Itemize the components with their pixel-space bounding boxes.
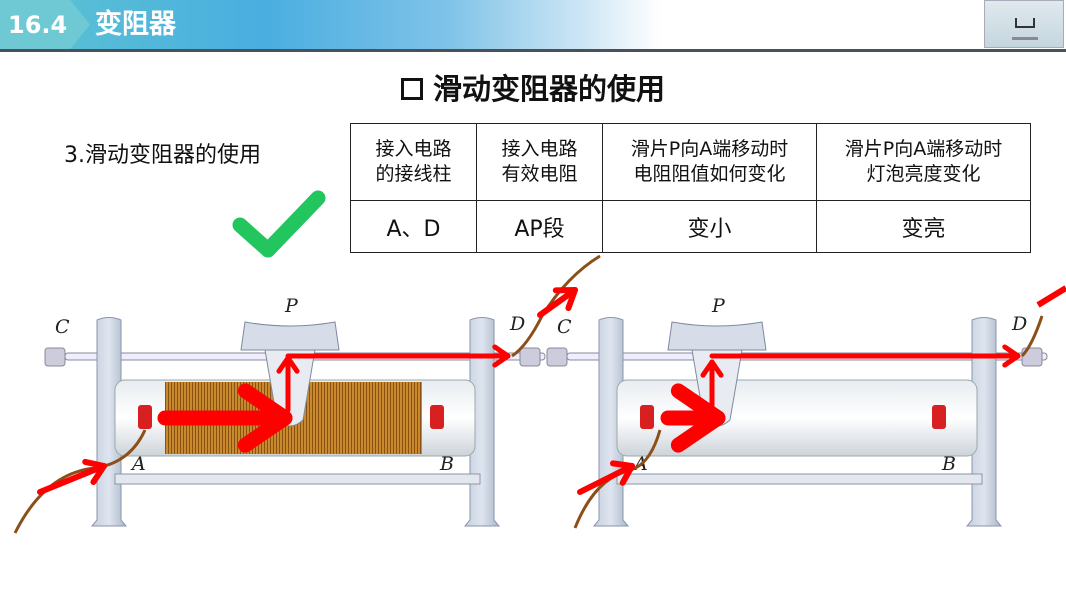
knob-a — [640, 405, 654, 429]
base-bar — [114, 473, 481, 485]
slide-thumbnail[interactable] — [984, 0, 1064, 48]
knob-b — [932, 405, 946, 429]
rheostat-left: C P D A B — [13, 254, 601, 534]
header-divider — [0, 49, 1066, 52]
checkbox-bullet-icon — [400, 78, 423, 100]
current-arrow — [537, 287, 578, 318]
header-bar — [0, 0, 1066, 50]
header-line: 接入电路 — [501, 138, 578, 160]
current-arrow — [709, 344, 1021, 368]
label-d: D — [509, 313, 525, 335]
terminal-c — [546, 347, 568, 367]
terminal-c — [44, 347, 66, 367]
header-line: 接入电路 — [375, 138, 452, 160]
header-cell: 接入电路的接线柱 — [350, 123, 477, 201]
header-cell: 接入电路有效电阻 — [476, 123, 603, 201]
label-a: A — [130, 453, 146, 475]
label-p: P — [284, 295, 299, 317]
terminal-d — [519, 347, 541, 367]
cell-effective-resistance: AP段 — [476, 200, 603, 253]
current-arrow — [285, 344, 511, 368]
header-line: 有效电阻 — [501, 163, 578, 185]
label-b: B — [439, 453, 454, 475]
label-d: D — [1011, 313, 1027, 335]
slide-title: 滑动变阻器的使用 — [0, 66, 1066, 108]
terminal-d — [1021, 347, 1043, 367]
slider-p — [240, 321, 340, 351]
slider-p — [667, 321, 767, 351]
label-b: B — [941, 453, 956, 475]
header-line: 滑片P向A端移动时 — [844, 138, 1003, 160]
header-line: 的接线柱 — [375, 163, 452, 185]
rheostat-right: C P D A B — [546, 285, 1066, 529]
title-text: 滑动变阻器的使用 — [432, 72, 665, 106]
usage-table: 接入电路的接线柱 接入电路有效电阻 滑片P向A端移动时电阻阻值如何变化 滑片P向… — [350, 123, 1031, 253]
section-number: 16.4 — [0, 0, 90, 49]
current-arrow — [37, 458, 107, 495]
header-line: 灯泡亮度变化 — [866, 163, 981, 185]
knob-b — [430, 405, 444, 429]
cell-terminals: A、D — [350, 200, 477, 253]
knob-a — [138, 405, 152, 429]
label-c: C — [55, 316, 70, 338]
current-arrow — [700, 359, 724, 423]
cell-brightness-change: 变亮 — [816, 200, 1031, 253]
subtitle: 3.滑动变阻器的使用 — [64, 143, 261, 168]
header-line: 电阻阻值如何变化 — [633, 163, 786, 185]
label-p: P — [711, 295, 726, 317]
current-arrow — [1036, 285, 1066, 308]
wire — [1020, 315, 1044, 358]
header-line: 滑片P向A端移动时 — [630, 138, 789, 160]
label-c: C — [557, 316, 572, 338]
cell-resistance-change: 变小 — [602, 200, 817, 253]
section-title: 变阻器 — [95, 9, 176, 40]
base-bar — [616, 473, 983, 485]
header-cell: 滑片P向A端移动时灯泡亮度变化 — [816, 123, 1031, 201]
current-arrow — [577, 460, 635, 495]
check-mark-icon — [232, 190, 326, 258]
header-cell: 滑片P向A端移动时电阻阻值如何变化 — [602, 123, 817, 201]
table-header-row: 接入电路的接线柱 接入电路有效电阻 滑片P向A端移动时电阻阻值如何变化 滑片P向… — [350, 123, 1031, 201]
table-row: A、D AP段 变小 变亮 — [350, 200, 1031, 253]
current-arrow — [157, 383, 293, 453]
